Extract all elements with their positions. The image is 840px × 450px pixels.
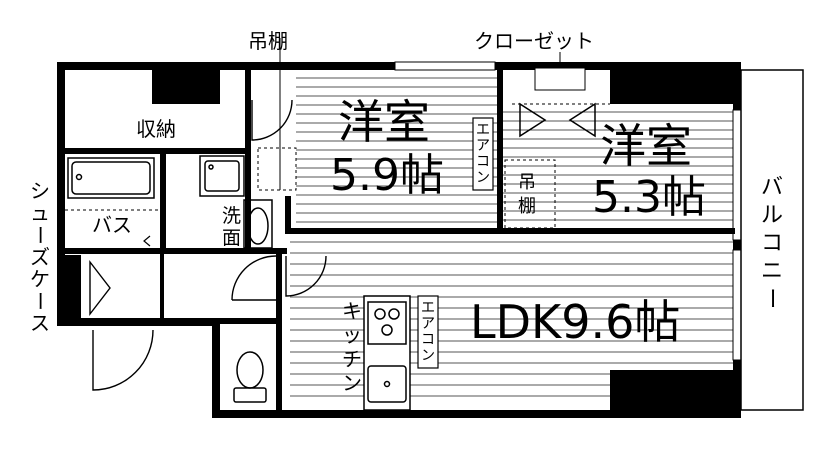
label-wash-2: 面 bbox=[222, 227, 241, 249]
label-shelf-top: 棚 bbox=[680, 75, 700, 99]
vertical-char: チ bbox=[342, 347, 362, 371]
label-ldk: LDK9.6帖 bbox=[470, 295, 680, 349]
vertical-char: ス bbox=[30, 311, 50, 335]
vertical-char: コ bbox=[421, 332, 435, 348]
vertical-char: ー bbox=[758, 287, 783, 309]
vertical-char: ュ bbox=[30, 201, 50, 225]
vertical-char: ア bbox=[476, 138, 490, 154]
bathtub bbox=[67, 157, 155, 199]
closet-doors bbox=[519, 102, 596, 138]
label-western-room-2-name: 洋室 bbox=[600, 119, 692, 173]
vertical-char: ー bbox=[28, 291, 52, 311]
door-swings bbox=[89, 99, 327, 391]
label-closet: クローゼット bbox=[474, 29, 594, 53]
vertical-char: ル bbox=[761, 203, 783, 228]
label-western-room-2-size: 5.3帖 bbox=[592, 172, 706, 223]
vertical-char: エ bbox=[476, 122, 490, 138]
vertical-char: エ bbox=[421, 300, 435, 316]
vertical-char: コ bbox=[476, 154, 490, 170]
label-shelf-bottom: 棚 bbox=[680, 379, 700, 403]
vertical-char: ケ bbox=[30, 267, 50, 291]
toilet bbox=[233, 351, 267, 403]
label-western-room-1-size: 5.9帖 bbox=[330, 150, 444, 201]
hanging-shelf-dashes bbox=[257, 103, 610, 229]
label-hanging-shelf-inner-1: 吊 bbox=[518, 172, 536, 193]
vertical-char: ン bbox=[342, 371, 362, 395]
aircon-boxes bbox=[417, 117, 494, 369]
vertical-char: コ bbox=[761, 231, 783, 256]
vertical-char: ニ bbox=[761, 259, 783, 284]
vertical-char: シ bbox=[30, 179, 50, 203]
interior-walls bbox=[57, 62, 735, 410]
label-bath: バス bbox=[92, 213, 132, 237]
vertical-char: ズ bbox=[30, 245, 50, 269]
label-hanging-shelf-inner-2: 棚 bbox=[518, 196, 536, 217]
label-western-room-1-name: 洋室 bbox=[338, 95, 430, 149]
label-storage: 収納 bbox=[136, 117, 176, 141]
balcony-outline bbox=[740, 69, 804, 411]
vertical-char: ン bbox=[476, 170, 490, 186]
kitchen-counter bbox=[363, 295, 411, 411]
vertical-char: キ bbox=[342, 299, 362, 323]
vertical-char: ッ bbox=[342, 323, 362, 347]
washbasin bbox=[199, 155, 273, 249]
vertical-char: ン bbox=[421, 348, 435, 364]
vertical-char: ア bbox=[421, 316, 435, 332]
label-wash-1: 洗 bbox=[222, 205, 241, 227]
label-top-hanging-shelf: 吊棚 bbox=[248, 29, 288, 53]
vertical-char: バ bbox=[761, 175, 783, 200]
vertical-char: ー bbox=[28, 225, 52, 245]
